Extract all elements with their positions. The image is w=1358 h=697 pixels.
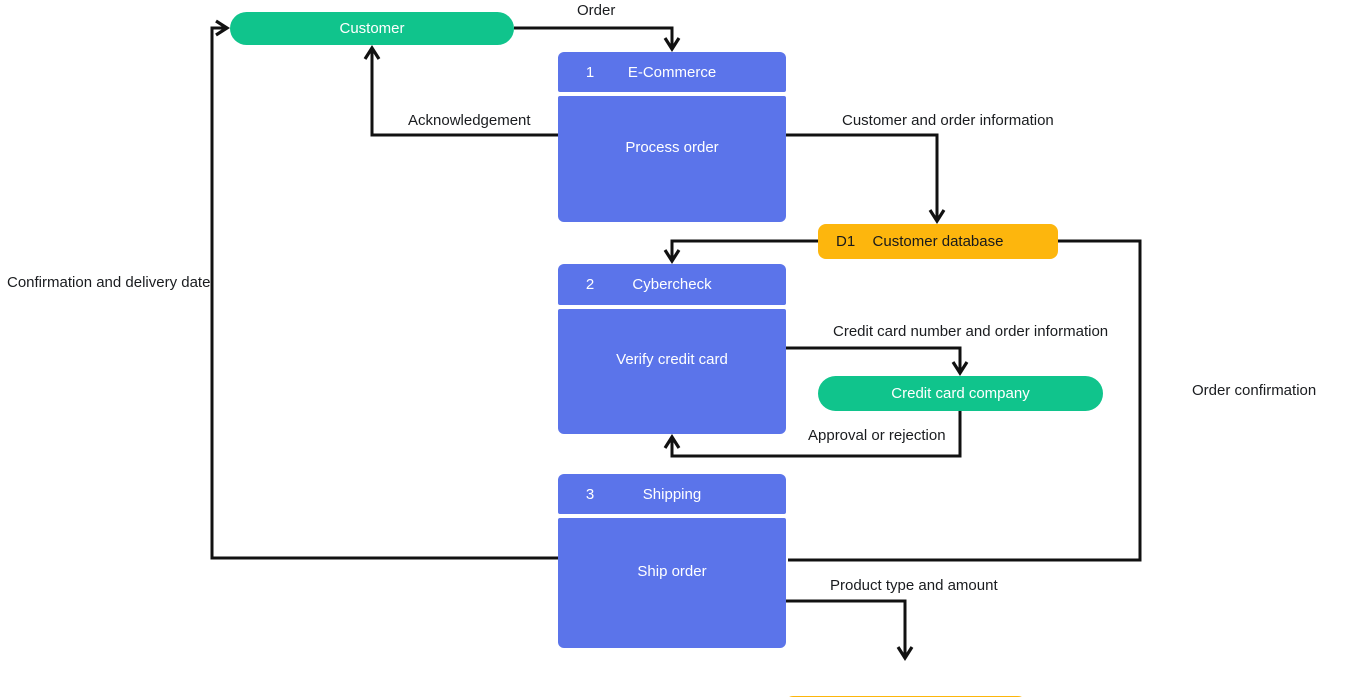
entity-credit-card-company-label: Credit card company bbox=[891, 385, 1030, 402]
flow-line-product-type-amount bbox=[786, 599, 914, 661]
process-ecommerce: 1 E-Commerce Process order bbox=[558, 52, 786, 222]
flow-label-acknowledgement: Acknowledgement bbox=[408, 112, 531, 129]
process-shipping-number: 3 bbox=[585, 485, 595, 503]
process-ecommerce-header: 1 E-Commerce bbox=[558, 52, 786, 92]
flow-label-product-type-amount: Product type and amount bbox=[830, 577, 998, 594]
flow-label-customer-order-info: Customer and order information bbox=[842, 112, 1054, 129]
flow-label-confirmation-delivery: Confirmation and delivery date bbox=[7, 274, 211, 291]
flow-line-cc-number bbox=[786, 346, 969, 376]
process-cybercheck-header: 2 Cybercheck bbox=[558, 264, 786, 305]
entity-customer-label: Customer bbox=[339, 20, 405, 37]
flow-line-confirmation-delivery bbox=[210, 19, 558, 560]
process-ecommerce-number: 1 bbox=[585, 63, 595, 81]
flow-line-d1-to-cybercheck bbox=[663, 239, 818, 264]
process-cybercheck-number: 2 bbox=[585, 276, 595, 293]
process-cybercheck: 2 Cybercheck Verify credit card bbox=[558, 264, 786, 434]
process-cybercheck-title: Cybercheck bbox=[632, 276, 712, 293]
flow-label-cc-number-order-info: Credit card number and order information bbox=[833, 323, 1109, 340]
entity-customer: Customer bbox=[230, 12, 514, 45]
process-shipping: 3 Shipping Ship order bbox=[558, 474, 786, 648]
process-shipping-header: 3 Shipping bbox=[558, 474, 786, 514]
process-cybercheck-body-label: Verify credit card bbox=[616, 351, 728, 368]
datastore-customer-database-label: Customer database bbox=[872, 233, 1004, 250]
flow-line-order bbox=[514, 26, 681, 52]
entity-credit-card-company: Credit card company bbox=[818, 376, 1103, 411]
datastore-customer-database-id: D1 bbox=[836, 233, 856, 250]
datastore-customer-database: D1 Customer database bbox=[818, 224, 1058, 259]
flow-line-customer-order-info bbox=[786, 133, 946, 224]
flow-label-approval-rejection: Approval or rejection bbox=[808, 427, 946, 444]
flow-label-order-confirmation: Order confirmation bbox=[1192, 382, 1317, 399]
process-ecommerce-body: Process order bbox=[558, 96, 786, 222]
process-shipping-title: Shipping bbox=[642, 485, 702, 503]
process-ecommerce-body-label: Process order bbox=[625, 138, 719, 156]
process-shipping-body: Ship order bbox=[558, 518, 786, 648]
process-shipping-body-label: Ship order bbox=[637, 562, 707, 580]
process-ecommerce-title: E-Commerce bbox=[627, 63, 717, 81]
process-cybercheck-body: Verify credit card bbox=[558, 309, 786, 434]
flow-label-order: Order bbox=[577, 2, 616, 19]
